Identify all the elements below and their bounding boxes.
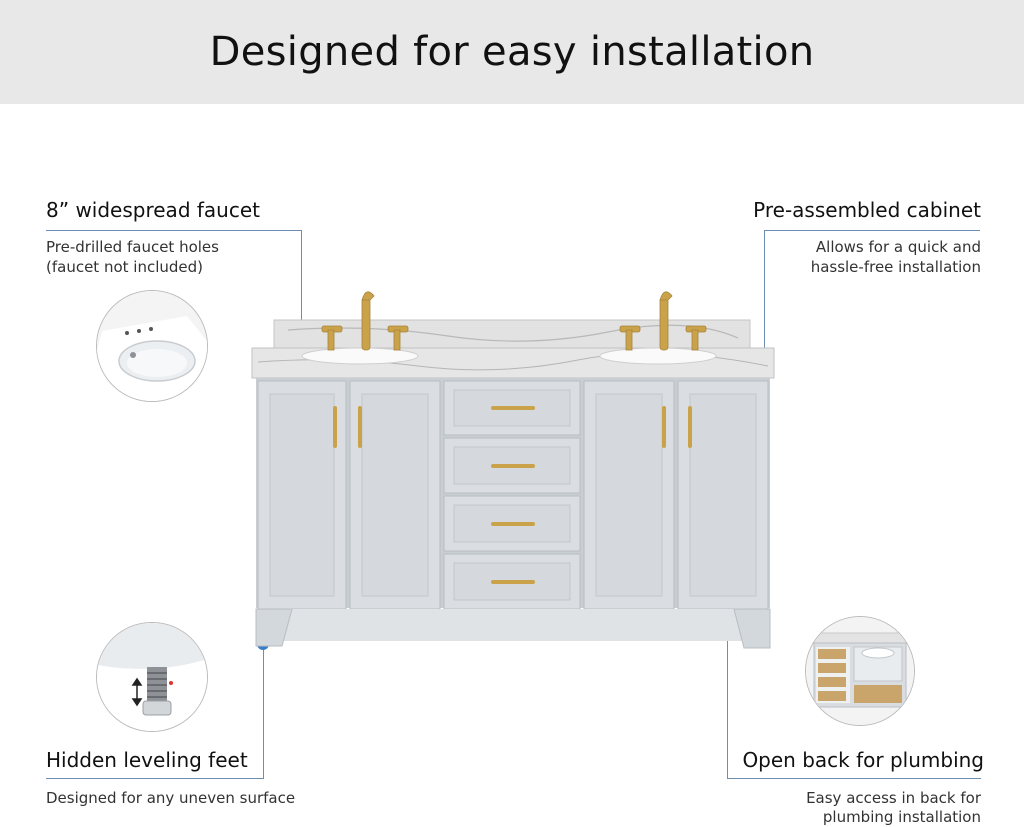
sink-closeup-icon [96,290,208,402]
open-back-cabinet-icon [805,616,915,726]
header-banner: Designed for easy installation [0,0,1024,104]
cabinet-feature-desc-line2: hassle-free installation [810,258,981,276]
plumbing-feature-desc-line2: plumbing installation [822,808,981,826]
feet-leader-line-vertical [263,644,264,779]
leveling-foot-icon [96,622,208,732]
faucet-feature-title: 8” widespread faucet [46,198,260,222]
plumbing-leader-line [727,778,981,779]
faucet-feature-desc-line1: Pre-drilled faucet holes [46,238,219,256]
plumbing-feature-desc-line1: Easy access in back for [806,789,981,807]
faucet-leader-line [46,230,302,231]
cabinet-leader-line-vertical [764,230,765,402]
cabinet-feature-title: Pre-assembled cabinet [753,198,981,222]
faucet-feature-desc-line2: (faucet not included) [46,258,204,276]
plumbing-feature-title: Open back for plumbing [742,748,984,772]
double-vanity-illustration [251,291,775,649]
plumbing-leader-line-vertical [727,572,728,779]
feet-leader-line [46,778,264,779]
faucet-leader-line-vertical [301,230,302,350]
page-title: Designed for easy installation [209,29,815,75]
cabinet-leader-line [764,230,980,231]
cabinet-feature-desc-line1: Allows for a quick and [815,238,981,256]
feet-feature-title: Hidden leveling feet [46,748,248,772]
feet-feature-desc-line1: Designed for any uneven surface [46,789,296,807]
